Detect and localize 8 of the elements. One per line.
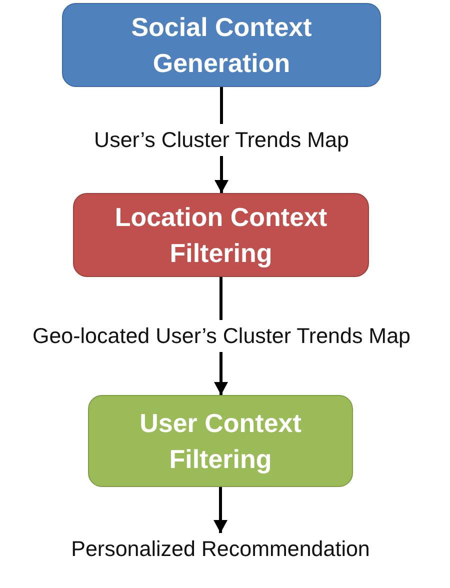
arrow <box>214 487 228 533</box>
box-title: User Context Filtering <box>138 407 302 476</box>
process-box <box>88 395 353 487</box>
process-box <box>73 193 369 277</box>
process-box <box>62 3 381 87</box>
box-title: Location Context Filtering <box>114 201 328 270</box>
output-text: Personalized Recommendation <box>71 536 370 562</box>
box-title: Social Context Generation <box>130 11 313 80</box>
